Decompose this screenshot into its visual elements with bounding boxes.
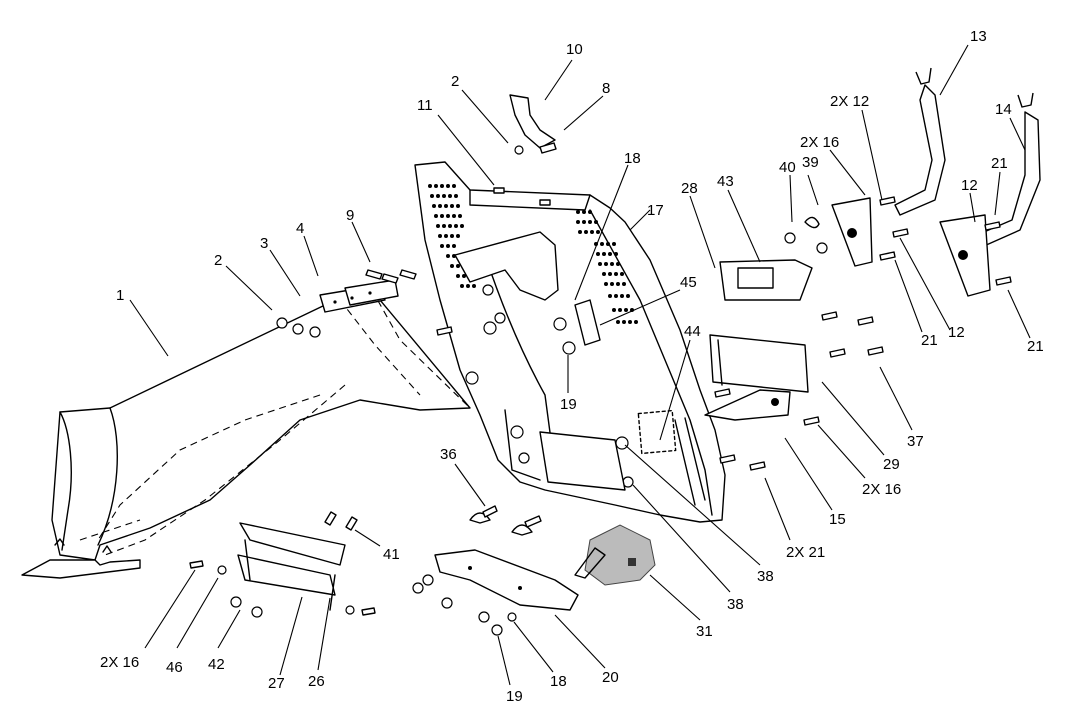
callout-11: 11 — [417, 97, 433, 114]
leader-lines — [129, 44, 1031, 686]
callout-2b: 2 — [451, 73, 459, 90]
callout-2x16b: 2X 16 — [862, 481, 901, 498]
part-14-pedal — [939, 92, 1041, 297]
callout-38a: 38 — [757, 568, 774, 585]
callout-19b: 19 — [506, 688, 523, 705]
part-2-nuts — [276, 317, 321, 338]
callout-12b: 12 — [948, 324, 965, 341]
plate-hardware — [465, 284, 634, 488]
callout-1: 1 — [116, 287, 124, 304]
callout-18a: 18 — [624, 150, 641, 167]
callout-38b: 38 — [727, 596, 744, 613]
part-31-component — [574, 524, 656, 586]
part-18-bracket — [454, 231, 601, 346]
callout-19a: 19 — [560, 396, 577, 413]
callout-44: 44 — [684, 323, 701, 340]
callout-29: 29 — [883, 456, 900, 473]
callout-2x21: 2X 21 — [786, 544, 825, 561]
callout-2x16c: 2X 16 — [100, 654, 139, 671]
callout-15: 15 — [829, 511, 846, 528]
part-29-bracket — [709, 334, 809, 393]
callout-12a: 12 — [961, 177, 978, 194]
callout-37: 37 — [907, 433, 924, 450]
callout-4: 4 — [296, 220, 304, 237]
callout-36: 36 — [440, 446, 457, 463]
part-15-bracket — [704, 389, 791, 421]
callout-41: 41 — [383, 546, 400, 563]
part-13-pedal — [831, 67, 946, 267]
callout-3: 3 — [260, 235, 268, 252]
part-20-plate — [434, 549, 579, 611]
part-43-plate — [719, 259, 813, 301]
part-18-19-hardware — [412, 574, 517, 636]
callout-21b: 21 — [921, 332, 938, 349]
bolts-right — [436, 187, 1012, 471]
callout-2x12: 2X 12 — [830, 93, 869, 110]
callout-26: 26 — [308, 673, 325, 690]
callout-2x16a: 2X 16 — [800, 134, 839, 151]
callout-42: 42 — [208, 656, 225, 673]
part-26-27-bracket — [237, 522, 346, 611]
callout-labels: 1 2 3 4 9 2 10 8 11 18 17 28 43 40 39 2X… — [100, 28, 1044, 705]
callout-14: 14 — [995, 101, 1012, 118]
callout-18b: 18 — [550, 673, 567, 690]
callout-27: 27 — [268, 675, 285, 692]
callout-21a: 21 — [991, 155, 1008, 172]
plate-hole-pattern — [428, 184, 638, 324]
part-39-40-hardware — [784, 216, 828, 254]
part-36-bolts — [469, 505, 542, 536]
callout-43: 43 — [717, 173, 734, 190]
callout-2a: 2 — [214, 252, 222, 269]
callout-9: 9 — [346, 207, 354, 224]
callout-17: 17 — [647, 202, 664, 219]
callout-31: 31 — [696, 623, 713, 640]
callout-39: 39 — [802, 154, 819, 171]
callout-28: 28 — [681, 180, 698, 197]
callout-46: 46 — [166, 659, 183, 676]
part-9-bolts — [365, 269, 417, 284]
part-10-bracket — [509, 94, 557, 155]
part-1-fender — [21, 289, 471, 579]
callout-40: 40 — [779, 159, 796, 176]
callout-20: 20 — [602, 669, 619, 686]
callout-8: 8 — [602, 80, 610, 97]
callout-45: 45 — [680, 274, 697, 291]
callout-21c: 21 — [1027, 338, 1044, 355]
callout-13: 13 — [970, 28, 987, 45]
callout-10: 10 — [566, 41, 583, 58]
bolts-bottom-left — [189, 511, 376, 618]
part-3-4-brackets — [319, 279, 399, 313]
part-44-plate — [539, 431, 626, 491]
